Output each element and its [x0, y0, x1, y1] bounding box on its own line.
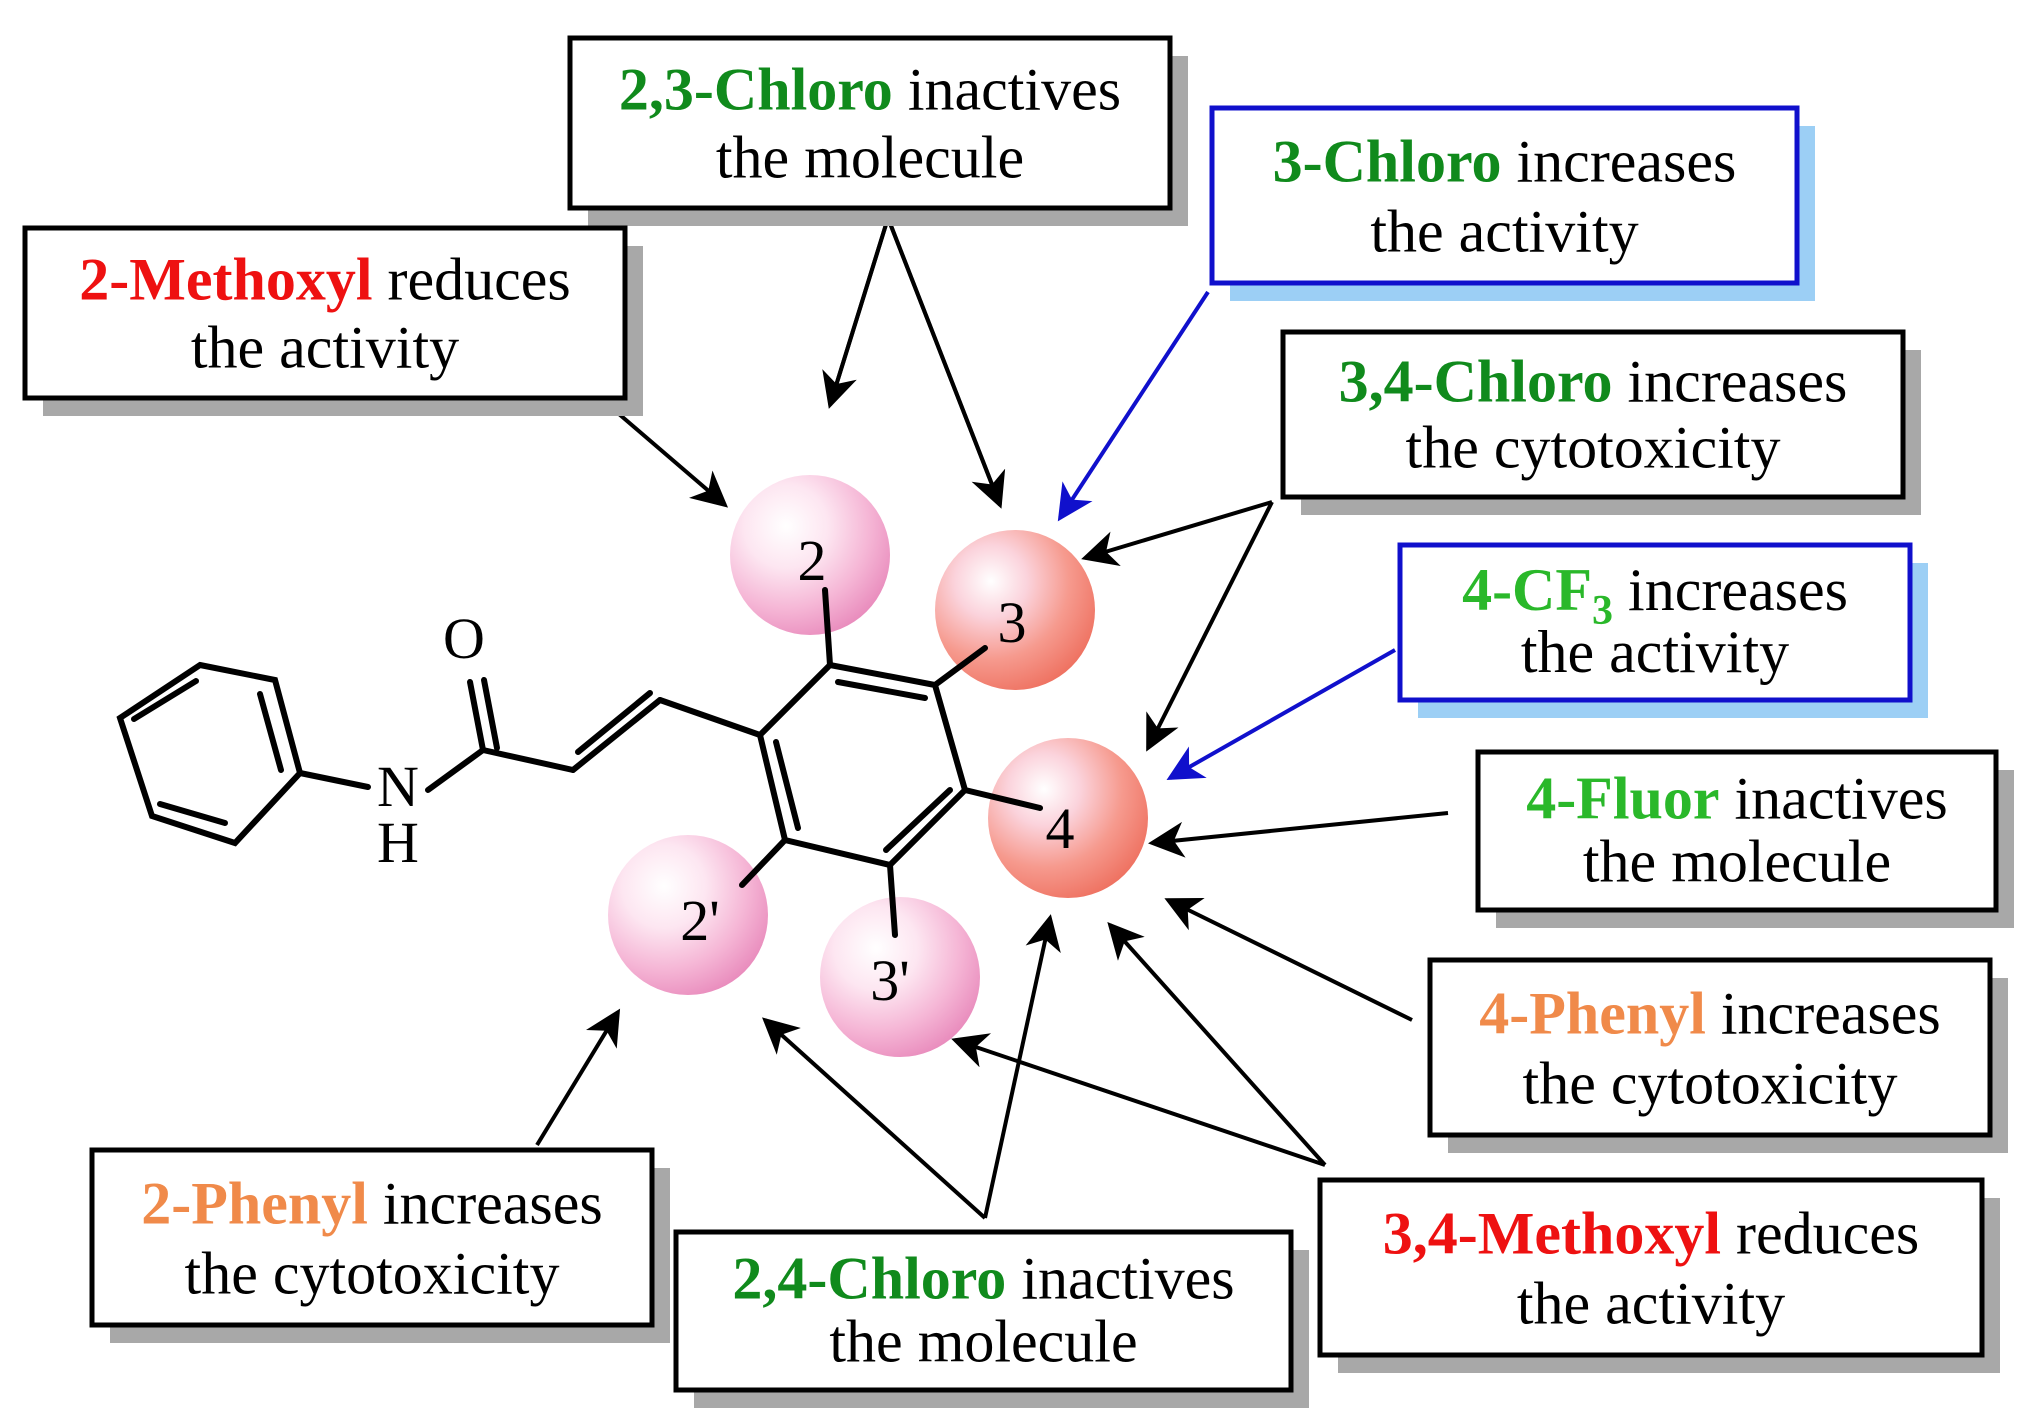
position-label-3: 3	[998, 590, 1027, 655]
annotation-line1: 3,4-Chloro increases	[1339, 348, 1848, 414]
annotation-line1: 4-Fluor inactives	[1526, 765, 1948, 831]
arrow-phenyl4	[1164, 897, 1413, 1022]
substituent-label: 2-Phenyl	[141, 1171, 368, 1237]
substituent-subscript: 3	[1592, 588, 1613, 634]
position-label-2: 2	[798, 528, 827, 593]
annotation-box	[1397, 542, 1913, 703]
substituent-label: 2,3-Chloro	[619, 56, 893, 122]
annotation-box	[1427, 957, 1993, 1138]
sphere-4	[988, 738, 1148, 898]
arrows	[535, 211, 1449, 1220]
annotation-box	[1317, 1177, 1985, 1358]
effect-verb: reduces	[373, 246, 571, 312]
arrow-chloro23	[828, 211, 1002, 506]
substituent-label: 4-Fluor	[1526, 765, 1719, 831]
annotation-line1: 3-Chloro increases	[1273, 129, 1737, 195]
effect-verb: increases	[368, 1171, 603, 1237]
arrow-methoxyl34-b	[1107, 922, 1327, 1167]
atom-o: O	[443, 606, 485, 671]
position-label-4: 4	[1046, 796, 1075, 861]
substituent-label: 2,4-Chloro	[732, 1245, 1006, 1311]
effect-verb: reduces	[1721, 1201, 1919, 1267]
annotation-box	[673, 1229, 1294, 1393]
annotation-box	[1280, 329, 1906, 500]
effect-verb: inactives	[1006, 1245, 1234, 1311]
annotation-line1: 2,3-Chloro inactives	[619, 56, 1121, 122]
annotation-line2: the activity	[1370, 199, 1638, 265]
substituent-label: 3,4-Chloro	[1339, 348, 1613, 414]
substituent-label: 3-Chloro	[1273, 129, 1502, 195]
arrow-cf3	[1166, 648, 1396, 780]
arrow-methoxyl2	[603, 400, 729, 508]
effect-verb: increases	[1706, 981, 1941, 1047]
effect-verb: increases	[1613, 348, 1848, 414]
position-label-2prime: 2'	[680, 888, 719, 953]
arrow-chloro24-b	[983, 914, 1061, 1219]
arrow-methoxyl34-a	[951, 1033, 1326, 1167]
arrow-chloro3	[1057, 290, 1210, 522]
substituent-label: 4-Phenyl	[1479, 981, 1706, 1047]
annotation-line1: 4-Phenyl increases	[1479, 981, 1941, 1047]
annotation-line2: the activity	[1517, 1271, 1785, 1337]
annotation-line1: 2,4-Chloro inactives	[732, 1245, 1234, 1311]
atom-h: H	[377, 810, 419, 875]
annotation-line1: 2-Phenyl increases	[141, 1171, 603, 1237]
position-label-3prime: 3'	[870, 948, 909, 1013]
arrow-chloro34-a	[1081, 500, 1273, 567]
annotation-line1: 4-CF3 increases	[1462, 557, 1848, 634]
annotation-line2: the molecule	[1583, 829, 1891, 895]
position-spheres	[608, 475, 1148, 1057]
annotation-box	[22, 225, 628, 401]
substituent-label: 3,4-Methoxyl	[1383, 1201, 1721, 1267]
effect-verb: increases	[1613, 557, 1848, 623]
annotation-box	[1475, 749, 1999, 913]
sphere-2prime	[608, 835, 768, 995]
arrow-fluor4	[1148, 811, 1449, 858]
annotation-box	[89, 1147, 655, 1328]
annotation-box	[1209, 105, 1800, 286]
molecule-skeleton	[116, 587, 1043, 938]
sphere-3prime	[820, 897, 980, 1057]
annotation-line2: the activity	[191, 314, 459, 380]
annotation-line2: the cytotoxicity	[1406, 414, 1781, 480]
effect-verb: increases	[1502, 129, 1737, 195]
annotation-line2: the molecule	[716, 124, 1024, 190]
annotation-line1: 2-Methoxyl reduces	[79, 246, 571, 312]
arrow-chloro24-a	[762, 1017, 987, 1220]
effect-verb: inactives	[1720, 765, 1948, 831]
arrow-chloro34-b	[1146, 501, 1274, 752]
sphere-2	[730, 475, 890, 635]
annotation-line2: the cytotoxicity	[1523, 1051, 1898, 1117]
arrow-chloro23-left	[822, 217, 890, 409]
arrow-phenyl2	[535, 1008, 621, 1147]
atom-n: N	[377, 754, 419, 819]
substituent-label: 2-Methoxyl	[79, 246, 372, 312]
sphere-3	[935, 530, 1095, 690]
arrow-chloro23-right	[886, 217, 1006, 509]
substituent-label: 4-CF	[1462, 557, 1592, 623]
annotation-box	[567, 35, 1173, 211]
effect-verb: inactives	[893, 56, 1121, 122]
annotation-line2: the activity	[1521, 619, 1789, 685]
annotation-line2: the cytotoxicity	[185, 1241, 560, 1307]
annotation-line2: the molecule	[829, 1309, 1137, 1375]
annotation-line1: 3,4-Methoxyl reduces	[1383, 1201, 1920, 1267]
